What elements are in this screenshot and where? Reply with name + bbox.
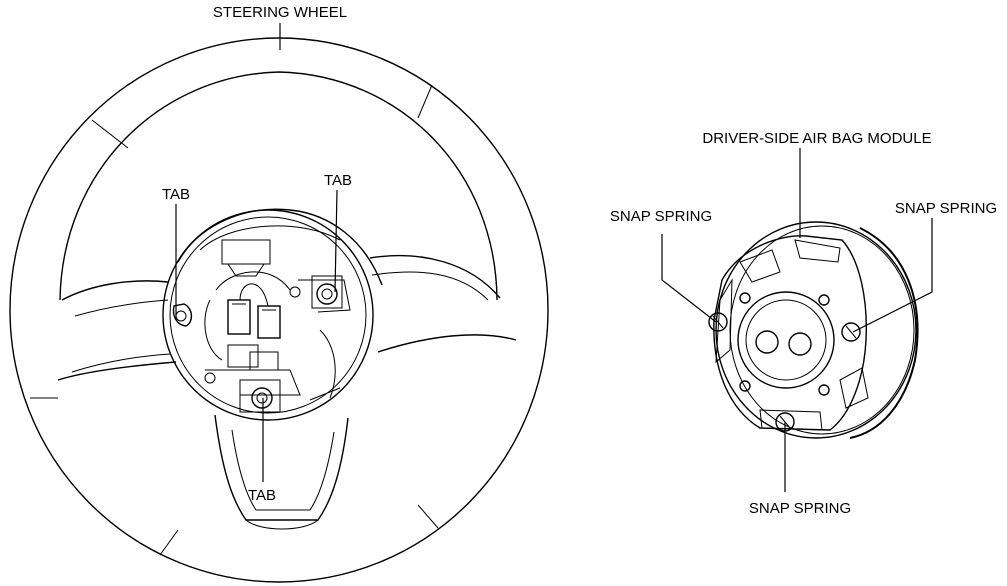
- module-base: [713, 235, 867, 431]
- module-cover: [715, 221, 917, 439]
- module-cover-edge: [849, 227, 919, 439]
- wheel-rim-inner: [59, 71, 498, 301]
- stud: [818, 294, 830, 306]
- wheel-spoke-left: [57, 361, 177, 381]
- label-snap-spring-right: SNAP SPRING: [895, 200, 997, 217]
- snap-spring-left: [712, 315, 724, 329]
- snap-spring-right: [845, 325, 857, 339]
- wheel-spoke-left: [61, 280, 169, 301]
- inflator-inner: [745, 299, 827, 381]
- label-airbag-module: DRIVER-SIDE AIR BAG MODULE: [702, 130, 931, 147]
- rim-seam: [159, 529, 179, 556]
- tab-mount-bottom: [239, 379, 281, 413]
- wheel-rim-outer: [9, 37, 549, 583]
- label-tab-right: TAB: [324, 172, 352, 189]
- module-bracket: [759, 409, 823, 431]
- tab-mount-right: [311, 275, 343, 309]
- module-bracket: [715, 278, 733, 364]
- hub-opening-inner: [169, 216, 367, 414]
- label-snap-spring-left: SNAP SPRING: [610, 208, 712, 225]
- wheel-spoke-lower: [245, 519, 319, 530]
- wheel-spoke-lower: [214, 414, 349, 521]
- module-bracket: [839, 367, 869, 409]
- stud: [818, 384, 830, 396]
- rim-seam: [91, 119, 129, 149]
- stud: [739, 380, 751, 392]
- leader-tab-right: [334, 189, 338, 293]
- inflator-port: [788, 332, 812, 356]
- leader-snap-spring-left: [661, 234, 717, 323]
- module-cover-lip: [729, 225, 915, 435]
- module-bracket: [739, 249, 781, 283]
- steering-wheel: [9, 23, 549, 583]
- leader-snap-spring-right: [852, 218, 933, 333]
- label-tab-left: TAB: [162, 186, 190, 203]
- rim-seam: [417, 504, 439, 529]
- wheel-spoke-right: [377, 334, 517, 353]
- snap-spring-right: [841, 322, 861, 342]
- label-tab-bottom: TAB: [248, 487, 276, 504]
- hub-opening: [162, 209, 374, 421]
- wheel-spoke-right: [369, 255, 501, 299]
- airbag-module: [661, 148, 933, 492]
- inflator-port: [755, 330, 779, 354]
- hub-shroud: [199, 225, 341, 251]
- snap-spring-left: [708, 312, 728, 332]
- module-bracket: [794, 239, 841, 263]
- wheel-spoke-right: [371, 271, 489, 301]
- inflator: [737, 291, 835, 389]
- hub-internals: [204, 239, 351, 401]
- wheel-spoke-left: [74, 299, 169, 317]
- rim-seam: [417, 84, 433, 119]
- label-steering-wheel: STEERING WHEEL: [213, 4, 347, 21]
- wheel-spoke-left: [71, 353, 171, 373]
- wheel-spoke-lower: [231, 429, 335, 511]
- stud: [739, 292, 751, 304]
- hub-shroud: [177, 208, 383, 286]
- label-snap-spring-bottom: SNAP SPRING: [749, 500, 851, 517]
